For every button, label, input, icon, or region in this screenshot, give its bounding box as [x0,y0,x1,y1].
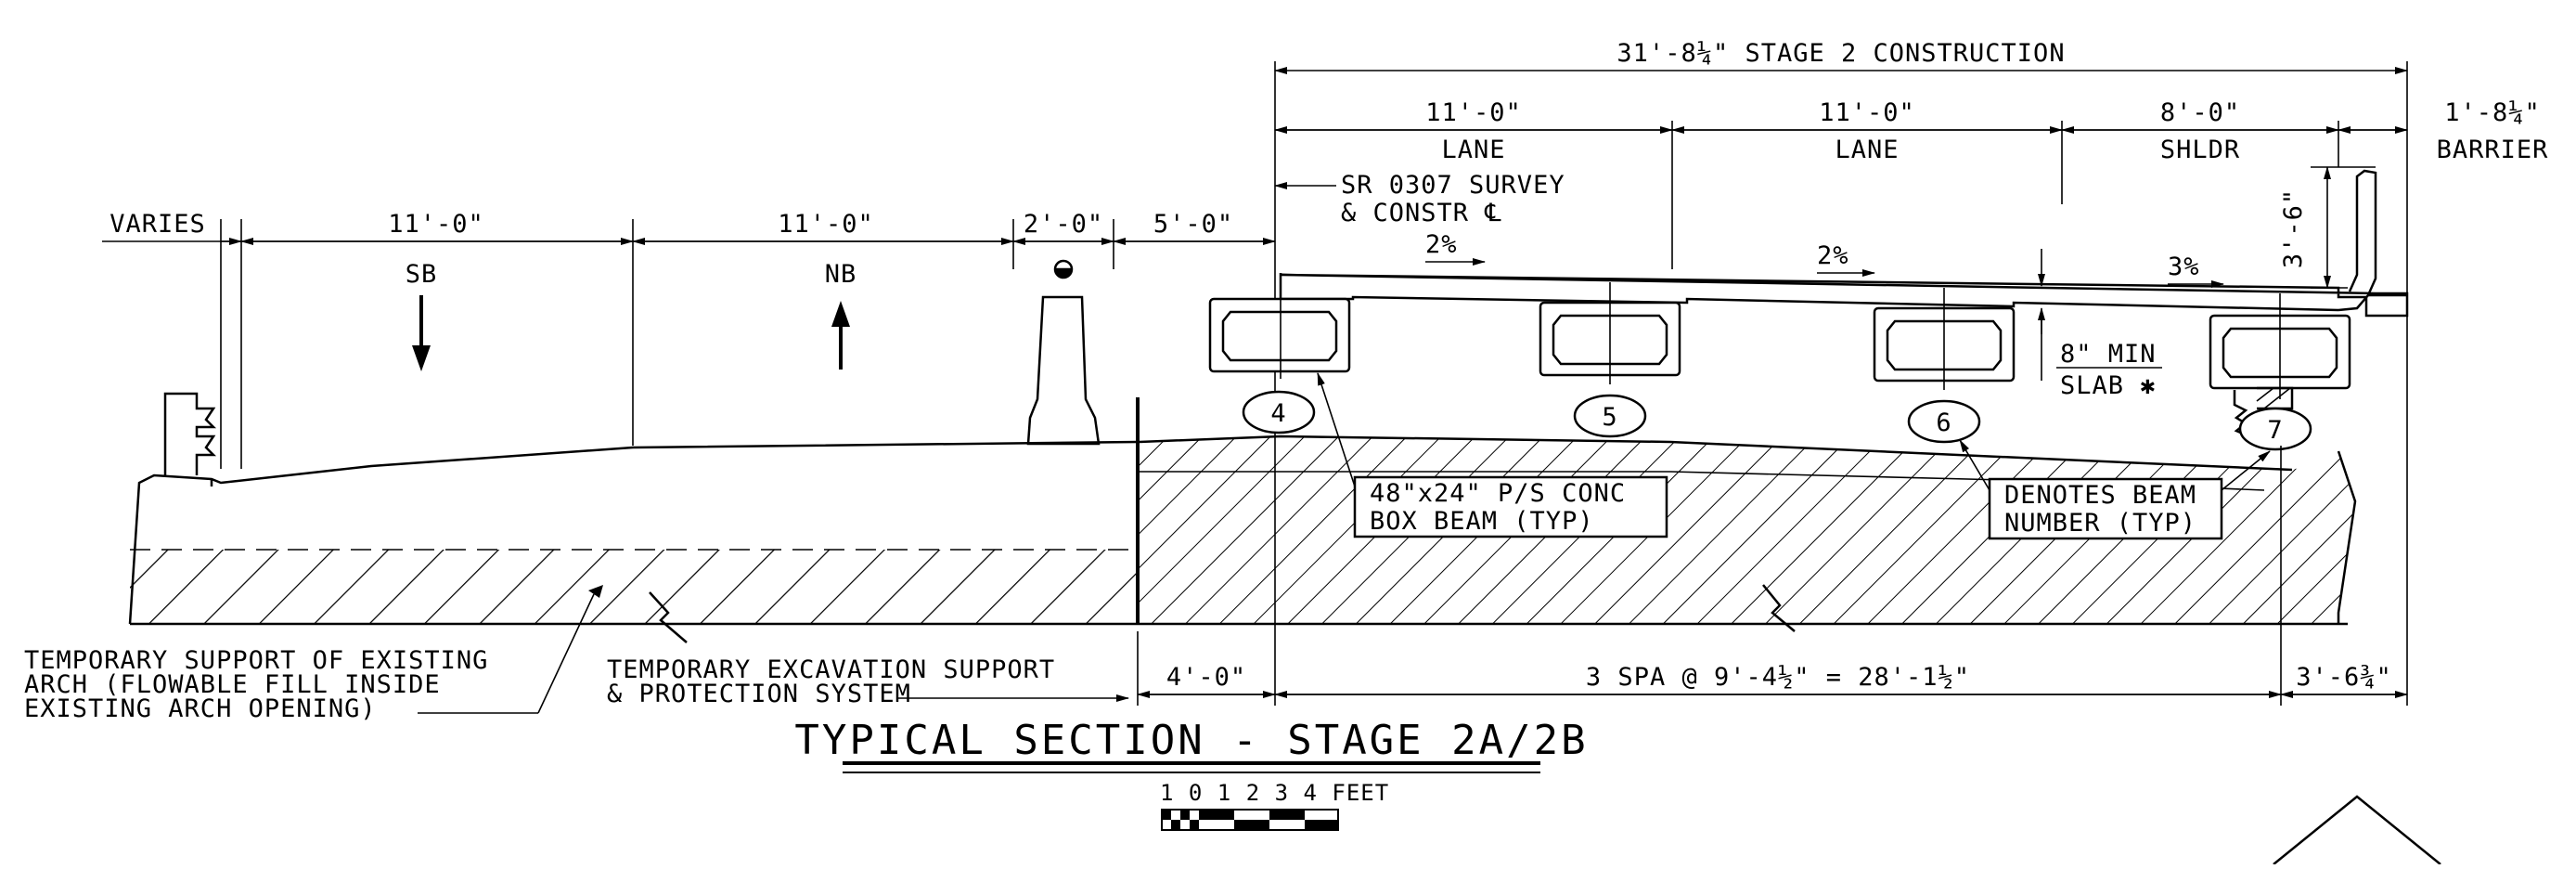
drawing-title: TYPICAL SECTION - STAGE 2A/2B [794,717,1588,773]
sb-width-dim: 11'-0" [388,210,484,239]
down-arrow-icon [412,345,431,371]
bottom-dimensions: 4'-0" 3 SPA @ 9'-4½" = 28'-1½" 3'-6¾" [1137,446,2408,706]
survey-line1: SR 0307 SURVEY [1341,171,1565,200]
stage2-total-label: 31'-8¼" STAGE 2 CONSTRUCTION [1616,39,2065,68]
temp-support-line2: ARCH (FLOWABLE FILL INSIDE [24,670,441,699]
lane2-dim: 11'-0" [1819,98,1915,127]
spacing-dim: 3 SPA @ 9'-4½" = 28'-1½" [1586,663,1970,692]
survey-centerline: SR 0307 SURVEY & CONSTR ℄ [1274,171,1565,227]
existing-structure [128,259,1139,714]
shoulder-dim: 8'-0" [2160,98,2240,127]
survey-line2: & CONSTR ℄ [1341,199,1502,227]
box-beam-4 [1208,277,1351,379]
stage2-dimension: 31'-8¼" STAGE 2 CONSTRUCTION [1274,39,2408,706]
slope-1: 2% [1425,230,1458,259]
up-arrow-icon [831,301,850,327]
slope-3: 3% [2168,253,2200,281]
bottom-right-dim: 3'-6¾" [2296,663,2392,692]
box-beam-5 [1539,282,1681,384]
denotes-callout: DENOTES BEAM NUMBER (TYP) [1959,439,2271,540]
existing-dimensions: VARIES 11'-0" 11'-0" 2'-0" 5'-0" [102,210,1276,469]
box-beam-line1: 48"x24" P/S CONC [1370,479,1626,508]
box-beam-6 [1873,288,2016,390]
slab-note: 8" MIN SLAB ✱ [2038,249,2162,400]
beam-6-label: 6 [1936,409,1951,437]
title-text: TYPICAL SECTION - STAGE 2A/2B [794,717,1588,764]
denotes-line2: NUMBER (TYP) [2004,509,2196,538]
beam-number-4: 4 [1242,390,1316,434]
temp-support-line3: EXISTING ARCH OPENING) [24,694,377,723]
sb-label: SB [406,260,438,289]
barrier-dim: 1'-8¼" [2444,98,2541,127]
north-arrow-icon [2273,795,2441,865]
nb-label: NB [825,260,857,289]
temp-support-line1: TEMPORARY SUPPORT OF EXISTING [24,646,488,675]
barrier-label: BARRIER [2437,136,2549,164]
beam-number-6: 6 [1907,399,1981,444]
offset-dim: 5'-0" [1153,210,1233,239]
scale-ticks: 1 0 1 2 3 4 FEET [1160,780,1389,806]
beam-number-5: 5 [1573,394,1647,438]
temp-exc-line1: TEMPORARY EXCAVATION SUPPORT [607,655,1055,684]
temp-support-note: TEMPORARY SUPPORT OF EXISTING ARCH (FLOW… [24,646,538,723]
shoulder-label: SHLDR [2160,136,2240,164]
barrier-height-dim: 3'-6" [2279,166,2376,289]
lane2-label: LANE [1835,136,1899,164]
beam-7-label: 7 [2267,416,2283,445]
box-beam-7 [2209,293,2351,438]
varies-label: VARIES [109,210,206,239]
barrier-height-label: 3'-6" [2279,188,2308,268]
temp-exc-line2: & PROTECTION SYSTEM [607,680,911,708]
beam-4-label: 4 [1270,399,1286,428]
bottom-left-dim: 4'-0" [1166,663,1246,692]
lane1-label: LANE [1441,136,1505,164]
temp-excavation-note: TEMPORARY EXCAVATION SUPPORT & PROTECTIO… [607,655,1129,708]
box-beam-line2: BOX BEAM (TYP) [1370,507,1594,536]
box-beam-callout: 48"x24" P/S CONC BOX BEAM (TYP) [1317,372,1668,538]
slab-line1: 8" MIN [2060,340,2157,369]
slope-2: 2% [1817,241,1849,270]
lane1-dim: 11'-0" [1425,98,1522,127]
slab-line2: SLAB ✱ [2060,371,2157,400]
slope-markers: 2% 2% 3% [1425,230,2224,288]
denotes-line1: DENOTES BEAM [2004,481,2196,510]
median-dim: 2'-0" [1024,210,1103,239]
lane-dimensions: 11'-0" LANE 11'-0" LANE 8'-0" SHLDR 1'-8… [1274,93,2549,706]
beam-5-label: 5 [1602,403,1617,432]
scale-bar: 1 0 1 2 3 4 FEET [1160,780,1389,831]
nb-width-dim: 11'-0" [778,210,874,239]
direction-nb: NB [825,260,857,370]
direction-sb: SB [406,260,438,371]
beam-number-7: 7 [2238,407,2312,451]
